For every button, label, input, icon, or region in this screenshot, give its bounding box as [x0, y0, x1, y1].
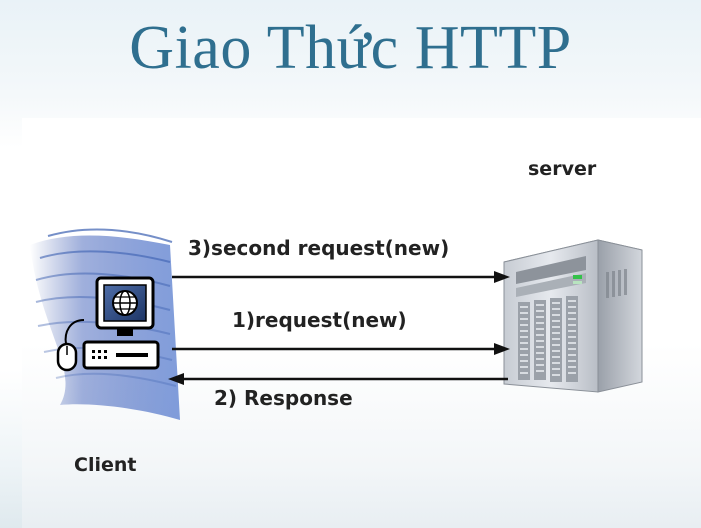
arrow-response	[168, 373, 508, 385]
request-label: 1)request(new)	[232, 308, 407, 332]
response-label: 2) Response	[214, 386, 353, 410]
globe-icon	[112, 290, 138, 316]
mouse-icon	[56, 319, 85, 372]
arrow-request	[172, 343, 510, 355]
slide-title: Giao Thức HTTP	[129, 14, 572, 82]
second-request-label: 3)second request(new)	[188, 236, 450, 260]
server-tower-icon	[503, 239, 643, 393]
arrow-second-request	[172, 271, 510, 283]
server-label: server	[528, 158, 597, 180]
client-computer-icon	[56, 276, 160, 372]
client-label: Client	[74, 454, 137, 476]
